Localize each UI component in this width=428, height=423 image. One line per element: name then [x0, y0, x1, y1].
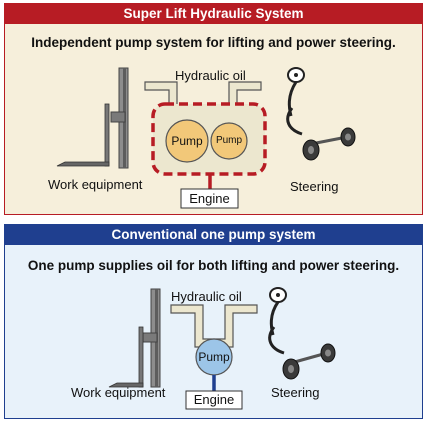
pump-right-label: Pump: [215, 135, 243, 146]
forklift-mast-icon: [56, 67, 129, 169]
engine-label: Engine: [193, 392, 235, 407]
engine-box: [185, 390, 243, 410]
steering-label: Steering: [290, 179, 339, 194]
conventional-panel: Conventional one pump system One pump su…: [4, 224, 423, 419]
conventional-subtitle: One pump supplies oil for both lifting a…: [27, 258, 400, 273]
hydraulic-oil-label: Hydraulic oil: [171, 289, 242, 304]
work-equipment-label: Work equipment: [48, 177, 143, 192]
pump-right-icon: [210, 122, 248, 160]
pump-left-label: Pump: [171, 134, 203, 148]
conventional-diagram: [108, 287, 336, 410]
pump-left-icon: [165, 119, 209, 163]
super-lift-subtitle: Independent pump system for lifting and …: [31, 35, 396, 50]
steering-icon: [268, 287, 336, 380]
hydraulic-oil-label: Hydraulic oil: [175, 68, 246, 83]
forklift-mast-icon: [108, 288, 161, 388]
conventional-title: Conventional one pump system: [5, 225, 422, 245]
super-lift-title: Super Lift Hydraulic System: [5, 4, 422, 24]
pump-label: Pump: [198, 350, 230, 364]
super-lift-diagram: [56, 67, 356, 209]
super-lift-panel: Super Lift Hydraulic System Independent …: [4, 3, 423, 215]
hydraulic-tank-icon: [170, 304, 258, 348]
engine-box: [180, 188, 239, 209]
steering-icon: [286, 67, 356, 161]
engine-label: Engine: [189, 191, 230, 206]
steering-label: Steering: [271, 385, 320, 400]
work-equipment-label: Work equipment: [71, 385, 166, 400]
